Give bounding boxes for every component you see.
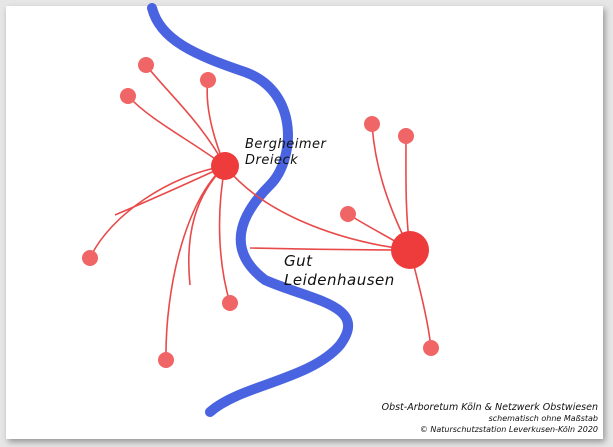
hub-node-bergheimer-dreieck (211, 152, 239, 180)
satellite-node (364, 116, 380, 132)
hub-a-label-line1: Bergheimer (245, 137, 328, 152)
satellite-nodes (82, 57, 439, 368)
hub-node-gut-leidenhausen (391, 231, 429, 269)
hub-a-label-line2: Dreieck (245, 153, 298, 168)
satellite-node (158, 352, 174, 368)
satellite-node (398, 128, 414, 144)
link-a-6 (218, 165, 231, 304)
satellite-node (138, 57, 154, 73)
satellite-node (82, 250, 98, 266)
hub-b-label-line2: Leidenhausen (284, 271, 395, 289)
satellite-node (120, 88, 136, 104)
satellite-node (340, 206, 356, 222)
hub-a-links (89, 64, 411, 361)
caption-line2: schematisch ohne Maßstab (489, 414, 598, 423)
river-path (147, 3, 353, 417)
satellite-node (222, 295, 238, 311)
link-a-8 (114, 165, 226, 216)
link-a-5 (165, 165, 226, 361)
caption-line1: Obst-Arboretum Köln & Netzwerk Obstwiese… (382, 402, 598, 413)
caption-line3: © Naturschutzstation Leverkusen-Köln 202… (420, 425, 598, 434)
hub-nodes (211, 152, 429, 269)
hub-b-label-line1: Gut (284, 252, 313, 270)
link-a-1 (145, 64, 226, 167)
link-a-b (224, 165, 411, 251)
satellite-node (200, 72, 216, 88)
link-a-4 (89, 165, 226, 259)
link-a-2 (127, 95, 226, 167)
satellite-node (423, 340, 439, 356)
link-b-5 (249, 247, 411, 251)
